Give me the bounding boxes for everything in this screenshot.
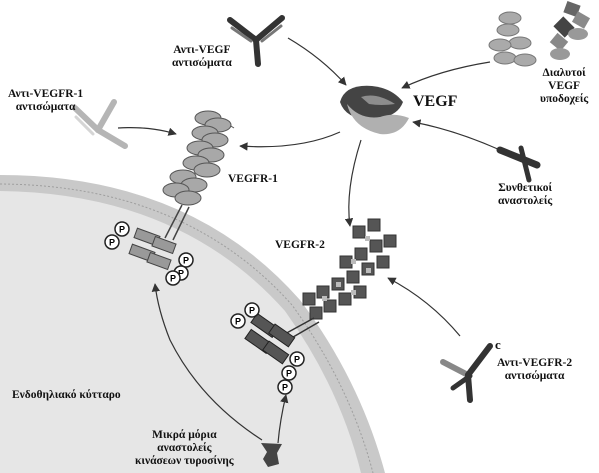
phosphate-circle — [281, 365, 297, 381]
phosphate-text: P — [178, 269, 184, 279]
phosphate-circle — [289, 351, 305, 367]
vegfr1-label: VEGFR-1 — [228, 173, 278, 185]
anti-vegf-antibody — [227, 15, 285, 67]
soluble-vegf-receptors — [488, 0, 591, 67]
phosphate-text: P — [235, 317, 241, 327]
vegfr1-receptor — [128, 110, 235, 271]
phosphate-text: P — [119, 225, 125, 235]
vegf-label: VEGF — [413, 93, 458, 110]
anti-vegfr1-antibody — [72, 99, 128, 149]
phosphate-circle — [244, 302, 260, 318]
phosphate-text: P — [294, 355, 300, 365]
endothelial-cell-label: Ενδοθηλιακό κύτταρο — [12, 389, 121, 401]
phosphate-text: P — [286, 369, 292, 379]
anti-vegfr2-antibody — [440, 343, 493, 403]
phosphate-text: P — [109, 238, 115, 248]
small-molecule-inhibitor — [261, 443, 282, 467]
phosphate-text: P — [170, 274, 176, 284]
arrows — [117, 37, 501, 444]
vegfr2-label: VEGFR-2 — [275, 239, 325, 251]
phosphate-circle — [104, 234, 120, 250]
phosphate-circle — [178, 252, 194, 268]
vegfr2-receptor — [244, 218, 397, 365]
phosphate-text: P — [249, 306, 255, 316]
phosphate-circle — [230, 313, 246, 329]
corner-mark: c — [495, 337, 501, 352]
endothelial-cell — [0, 175, 385, 473]
phosphate-text: P — [282, 383, 288, 393]
phosphate-text: P — [183, 256, 189, 266]
phosphate-circle — [165, 270, 181, 286]
phosphate-circle — [114, 221, 130, 237]
phosphate-circle — [277, 379, 293, 395]
vegf-molecule — [340, 85, 409, 135]
synthetic-inhibitor — [496, 145, 541, 183]
